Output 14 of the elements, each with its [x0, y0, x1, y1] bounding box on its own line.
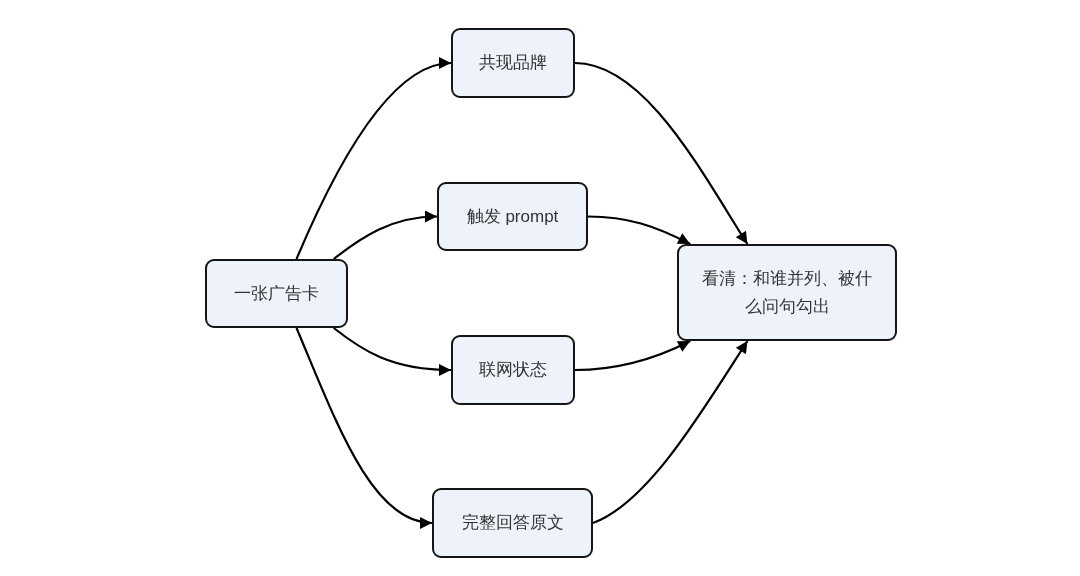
arrow — [295, 58, 452, 260]
process-box: 一张广告卡 — [205, 259, 348, 328]
process-box: 触发 prompt — [437, 182, 588, 251]
arrow — [574, 61, 749, 245]
arrow — [574, 340, 691, 372]
process-box: 看清：和谁并列、被什么问句勾出 — [677, 244, 897, 341]
arrow — [333, 327, 452, 376]
arrow — [587, 215, 691, 245]
arrow — [333, 210, 438, 260]
arrow — [295, 327, 433, 528]
process-box: 共现品牌 — [451, 28, 575, 98]
arrow — [592, 340, 749, 524]
process-box: 联网状态 — [451, 335, 575, 405]
process-box: 完整回答原文 — [432, 488, 593, 558]
